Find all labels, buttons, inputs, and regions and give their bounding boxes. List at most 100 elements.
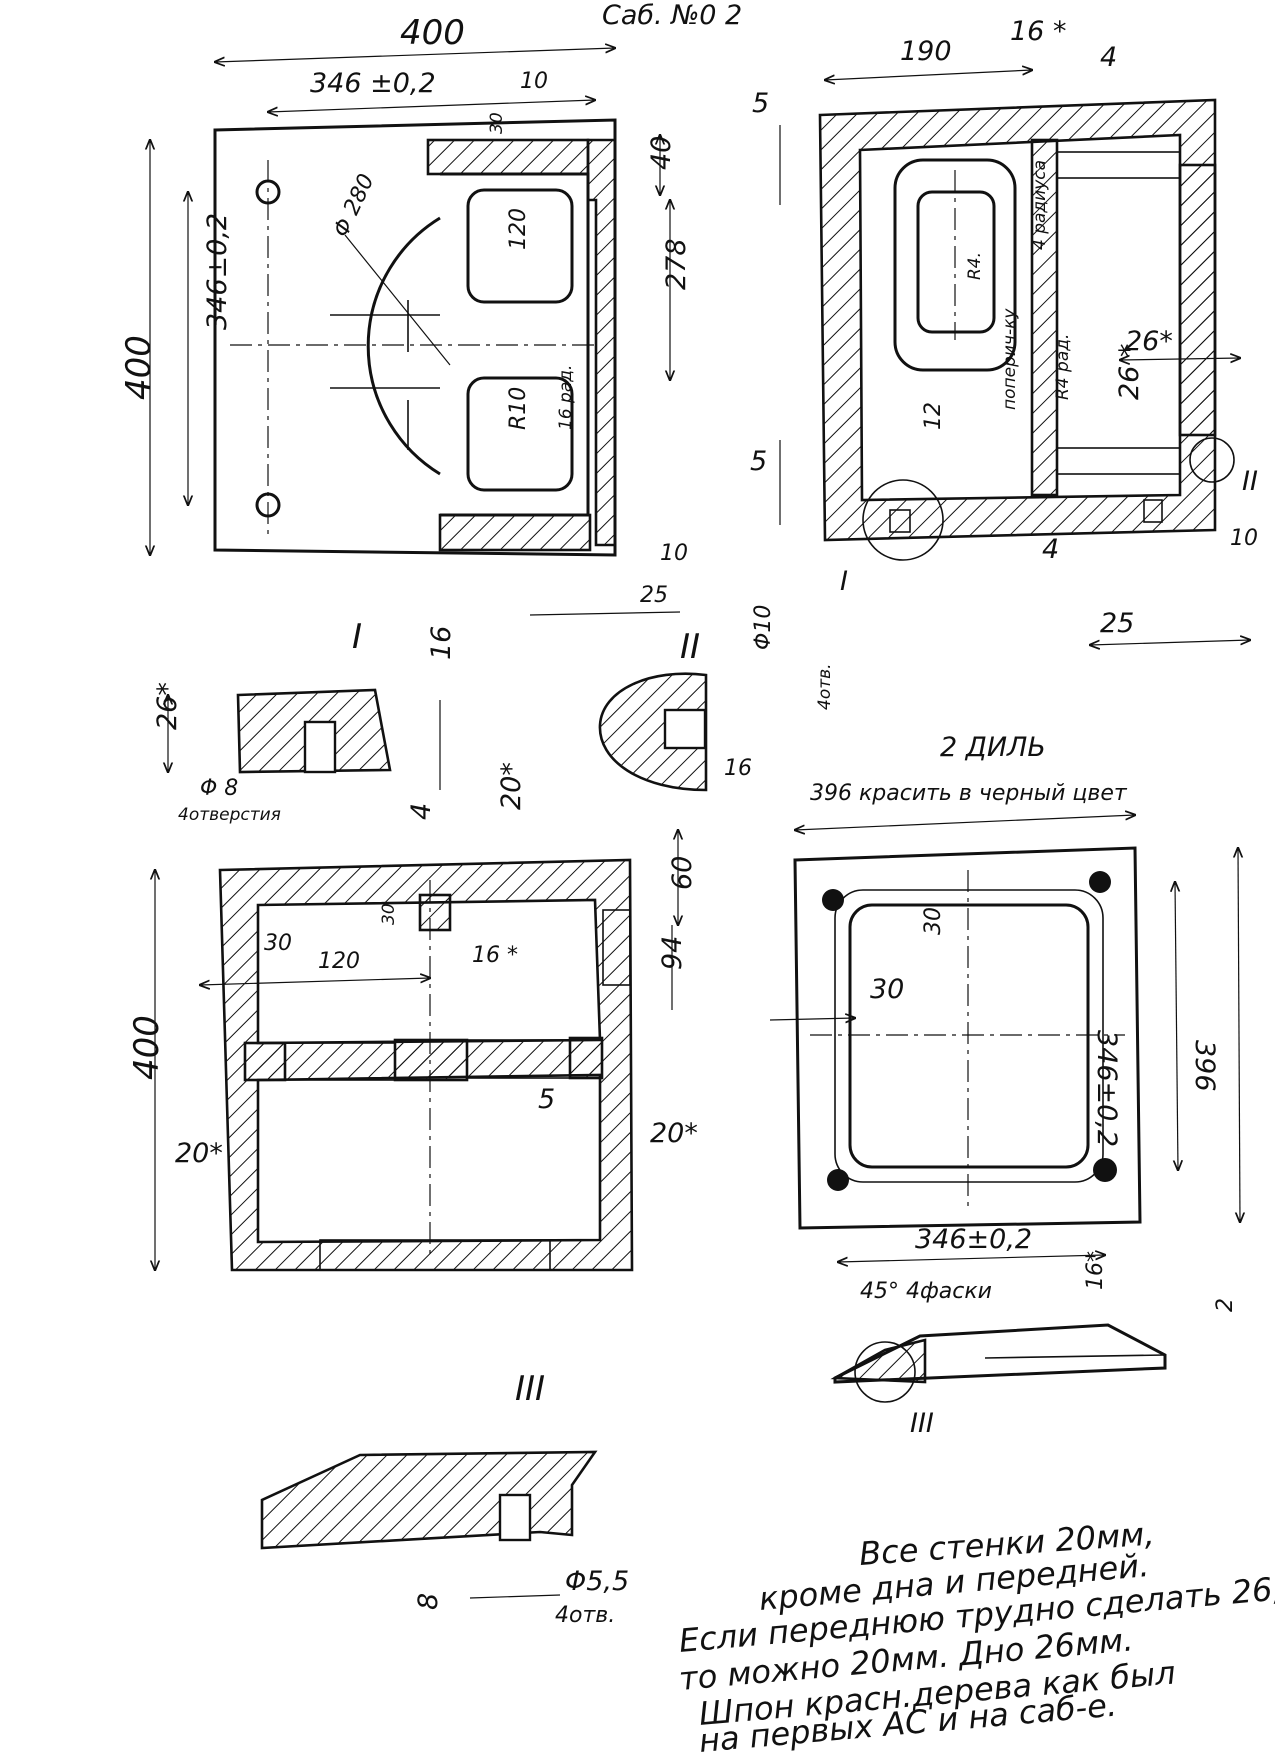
front-dim-window: 120 xyxy=(506,208,531,250)
detail-2: II Φ10 4отв. 16 xyxy=(598,605,835,792)
bottom-dim-16: 16 * xyxy=(472,943,518,968)
detail-3-section xyxy=(260,1450,598,1550)
bottom-dim-20-left: 20* xyxy=(175,1138,223,1169)
front-right-wall xyxy=(586,138,617,547)
lid-section-chamfer: 45° 4фаски xyxy=(860,1279,992,1304)
front-top-wall xyxy=(426,138,590,176)
bottom-shelf-gap-2 xyxy=(466,1039,571,1079)
front-dim-width: 400 xyxy=(400,13,465,53)
detail-3-hole xyxy=(498,1493,532,1542)
lid-title: 2 ДИЛЬ xyxy=(940,732,1046,763)
detail-1-dim-16: 16 xyxy=(426,626,457,660)
lid-hole-3 xyxy=(827,1169,849,1191)
detail-2-label: II xyxy=(680,627,700,667)
bottom-dim-20-right: 20* xyxy=(650,1118,698,1149)
bottom-dim-94: 94 xyxy=(657,936,688,970)
bottom-key-block xyxy=(418,893,452,932)
detail-3: III Φ5,5 4отв. 8 xyxy=(260,1369,629,1628)
bottom-shelf-mid xyxy=(393,1038,469,1082)
notes-block: Все стенки 20мм, кроме дна и передней. Е… xyxy=(677,1514,1275,1755)
front-dim-278: 278 xyxy=(661,238,692,290)
detail-3-dim-line xyxy=(469,1594,561,1599)
detail-2-hole xyxy=(663,708,707,750)
lid-section-callout-circle xyxy=(854,1341,916,1403)
lid-hole-4 xyxy=(1093,1158,1117,1182)
front-dim-ten-bottom: 10 xyxy=(660,541,688,566)
front-dim-spacing-line xyxy=(268,100,595,112)
front-dim-twenty-five: 25 xyxy=(640,583,668,608)
detail-3-holes: 4отв. xyxy=(555,1603,615,1628)
lid-dim-396-v-line xyxy=(1238,848,1240,1222)
front-dim-width-line xyxy=(215,48,615,62)
lid-dim-346-h-line xyxy=(838,1255,1105,1262)
lid-dim-396-v: 396 xyxy=(1189,1040,1220,1092)
bottom-cavity-lower xyxy=(256,1073,602,1244)
bottom-dim-height: 400 xyxy=(127,1015,167,1080)
lid-dim-346-v-line xyxy=(1175,882,1178,1170)
bottom-dim-20-top: 20* xyxy=(496,762,527,810)
lid-section-2: 2 xyxy=(1213,1298,1238,1312)
side-dim-10: 10 xyxy=(1230,526,1258,551)
side-dim-25: 25 xyxy=(1100,608,1134,639)
front-outline xyxy=(213,118,617,557)
side-slot-top xyxy=(1056,151,1181,179)
lid-section-callout: III xyxy=(910,1408,934,1439)
front-view: 400 346 ±0,2 10 30 40 400 346±0,2 Φ 280 … xyxy=(119,13,692,616)
lid-section-inner xyxy=(984,1354,1166,1359)
front-window-upper xyxy=(466,188,574,304)
detail-2-dim-10: Φ10 xyxy=(751,605,776,650)
side-dim-5-bottom: 5 xyxy=(750,446,767,477)
detail-1-hole xyxy=(303,720,337,774)
bottom-shelf-gap-1 xyxy=(284,1042,396,1081)
bottom-dim-120: 120 xyxy=(318,949,360,974)
lid-hole-1 xyxy=(822,889,844,911)
bottom-dim-30b: 30 xyxy=(379,903,399,925)
sheet-title: Саб. №0 2 xyxy=(602,0,742,31)
bottom-foot-slot xyxy=(319,1239,551,1271)
side-window-outer xyxy=(893,158,1017,372)
front-dim-hole-spacing-x: 346 ±0,2 xyxy=(310,68,436,99)
bottom-shelf-right xyxy=(568,1036,604,1080)
front-dim-radius: R10 xyxy=(506,387,531,430)
side-dim-26-side: 26* xyxy=(1125,326,1173,357)
lid-dim-396-top-line xyxy=(795,815,1135,830)
side-callout-1: I xyxy=(840,566,848,597)
side-detail-2-circle xyxy=(1189,437,1235,483)
lid-outline xyxy=(793,846,1142,1230)
side-dim-5-top: 5 xyxy=(752,88,769,119)
front-window-lower xyxy=(466,376,574,492)
front-dim-diameter: Φ 280 xyxy=(329,170,380,241)
side-slot-bottom xyxy=(1056,447,1181,475)
detail-1-holes: 4отверстия xyxy=(178,805,281,825)
side-window-inner xyxy=(916,190,996,334)
lid-cutout-inner xyxy=(834,889,1104,1183)
bottom-dim-4: 4 xyxy=(406,803,437,820)
front-dim-height: 400 xyxy=(119,335,159,400)
side-cavity xyxy=(858,133,1182,502)
front-cross-rib xyxy=(330,300,440,450)
front-dim-radius-note: 16 рад. xyxy=(556,365,576,430)
bottom-view: 4 20* 60 30 30 120 16 * 94 400 5 20* 20* xyxy=(127,762,698,1272)
lid-section-16: 16* xyxy=(1083,1251,1108,1290)
detail-2-dim-16: 16 xyxy=(724,756,752,781)
side-dim-16: 16 * xyxy=(1010,16,1066,47)
side-partition xyxy=(1030,138,1059,497)
detail-3-label: III xyxy=(515,1369,545,1409)
side-dim-190: 190 xyxy=(900,36,952,67)
front-dim-25-line xyxy=(529,611,681,616)
front-dim-ten-top: 10 xyxy=(520,69,548,94)
lid-dim-30-top: 30 xyxy=(921,907,946,935)
side-dim-190-line xyxy=(825,70,1032,80)
side-screw-1 xyxy=(889,509,911,533)
detail-1-label: I xyxy=(352,617,362,657)
detail-1-dim-26: 26* xyxy=(152,682,183,730)
side-dim-4-bottom: 4 xyxy=(1042,534,1059,565)
lid-subtitle: 396 красить в черный цвет xyxy=(810,781,1128,806)
lid-section-hatched xyxy=(830,1338,927,1384)
detail-3-dim-8: 8 xyxy=(413,1593,444,1610)
front-bottom-wall xyxy=(438,513,592,552)
side-screw-2 xyxy=(1143,499,1163,523)
detail-1-dim-8: Φ 8 xyxy=(200,776,238,801)
side-callout-2: II xyxy=(1242,466,1258,497)
